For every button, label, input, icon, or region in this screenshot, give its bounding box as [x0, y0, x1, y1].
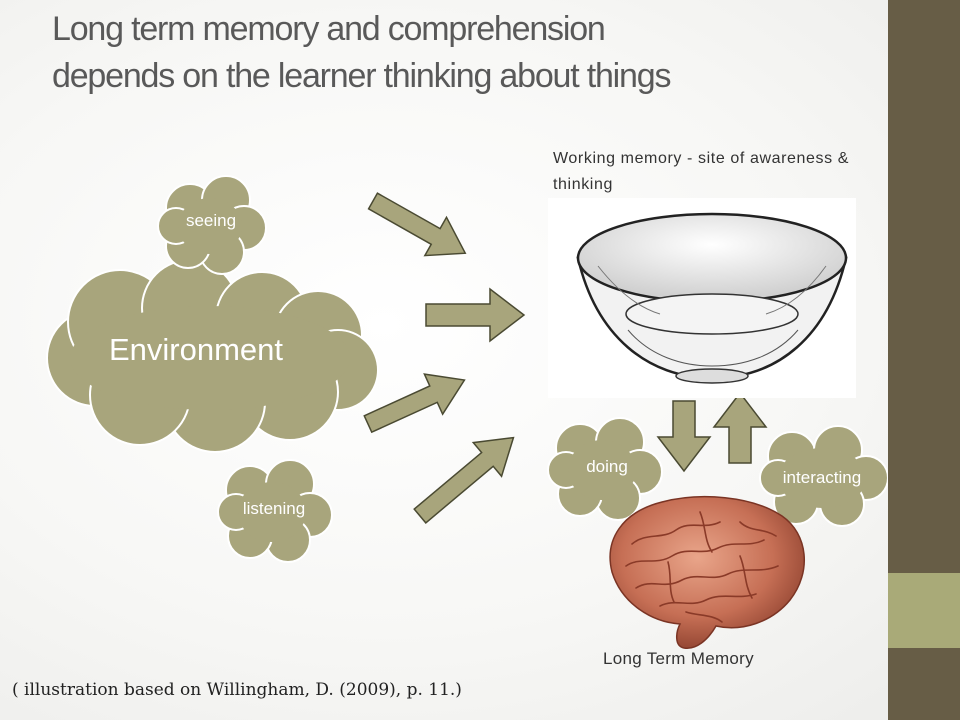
working-memory-label: Working memory - site of awareness & thi… — [553, 150, 850, 193]
listening-label: listening — [242, 499, 306, 518]
interacting-label: interacting — [782, 468, 862, 487]
arrow-up-to-wm — [712, 391, 768, 464]
arrow-seeing — [367, 192, 467, 257]
arrow-environment — [425, 287, 526, 343]
listening-cloud — [217, 459, 333, 563]
arrow-listening — [413, 436, 515, 524]
interacting-cloud — [759, 425, 888, 527]
citation: ( illustration based on Willingham, D. (… — [12, 680, 462, 700]
seeing-label: seeing — [185, 211, 237, 230]
arrow-lower — [363, 373, 466, 434]
doing-cloud — [547, 417, 663, 521]
environment-label: Environment — [108, 332, 284, 367]
arrow-down-to-ltm — [656, 400, 712, 473]
brain-illustration — [609, 495, 806, 649]
environment-cloud — [46, 259, 379, 453]
memory-diagram — [46, 175, 888, 649]
long-term-memory-label: Long Term Memory — [603, 649, 754, 668]
doing-label: doing — [586, 457, 628, 476]
seeing-cloud — [157, 175, 267, 275]
sidebar-accent-block — [888, 573, 960, 648]
slide-title: Long term memory and comprehension depen… — [52, 10, 671, 95]
bowl-illustration — [548, 198, 856, 398]
